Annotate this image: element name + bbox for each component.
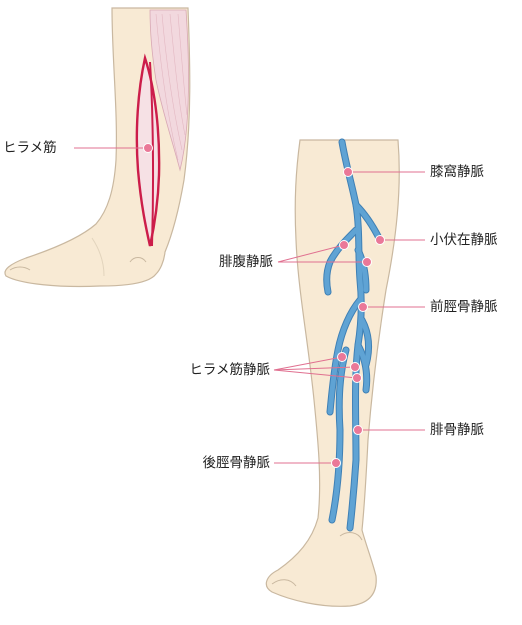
marker-posterior-tibial-vein: [331, 458, 341, 468]
marker-popliteal-vein: [343, 167, 353, 177]
leader-gastrocnemius-veins-1: [277, 244, 345, 263]
label-gastrocnemius-veins: 腓腹静脈: [219, 254, 273, 270]
marker-soleal-vein-3: [352, 373, 362, 383]
marker-gastrocnemius-vein-2: [362, 257, 372, 267]
marker-dots: [143, 143, 385, 468]
label-posterior-tibial-vein: 後脛骨静脈: [202, 455, 271, 471]
marker-peroneal-vein: [353, 425, 363, 435]
marker-gastrocnemius-vein-1: [339, 240, 349, 250]
marker-soleus-muscle: [143, 143, 153, 153]
marker-small-saphenous-vein: [375, 235, 385, 245]
leader-soleal-veins-2: [273, 366, 356, 371]
leader-soleal-veins-1: [273, 356, 343, 371]
leader-soleal-veins-3: [273, 369, 358, 379]
label-anterior-tibial-vein: 前脛骨静脈: [430, 299, 498, 315]
label-popliteal-vein: 膝窩静脈: [430, 164, 484, 180]
label-soleus-muscle: ヒラメ筋: [3, 140, 57, 156]
marker-soleal-vein-2: [350, 362, 360, 372]
marker-soleal-vein-1: [337, 352, 347, 362]
leader-lines: [74, 147, 425, 464]
label-peroneal-vein: 腓骨静脈: [430, 422, 484, 438]
label-soleal-veins: ヒラメ筋静脈: [189, 362, 270, 378]
vein-network: [323, 138, 384, 532]
label-small-saphenous-vein: 小伏在静脈: [430, 232, 498, 248]
right-leg-figure: [265, 138, 400, 607]
marker-anterior-tibial-vein: [358, 302, 368, 312]
